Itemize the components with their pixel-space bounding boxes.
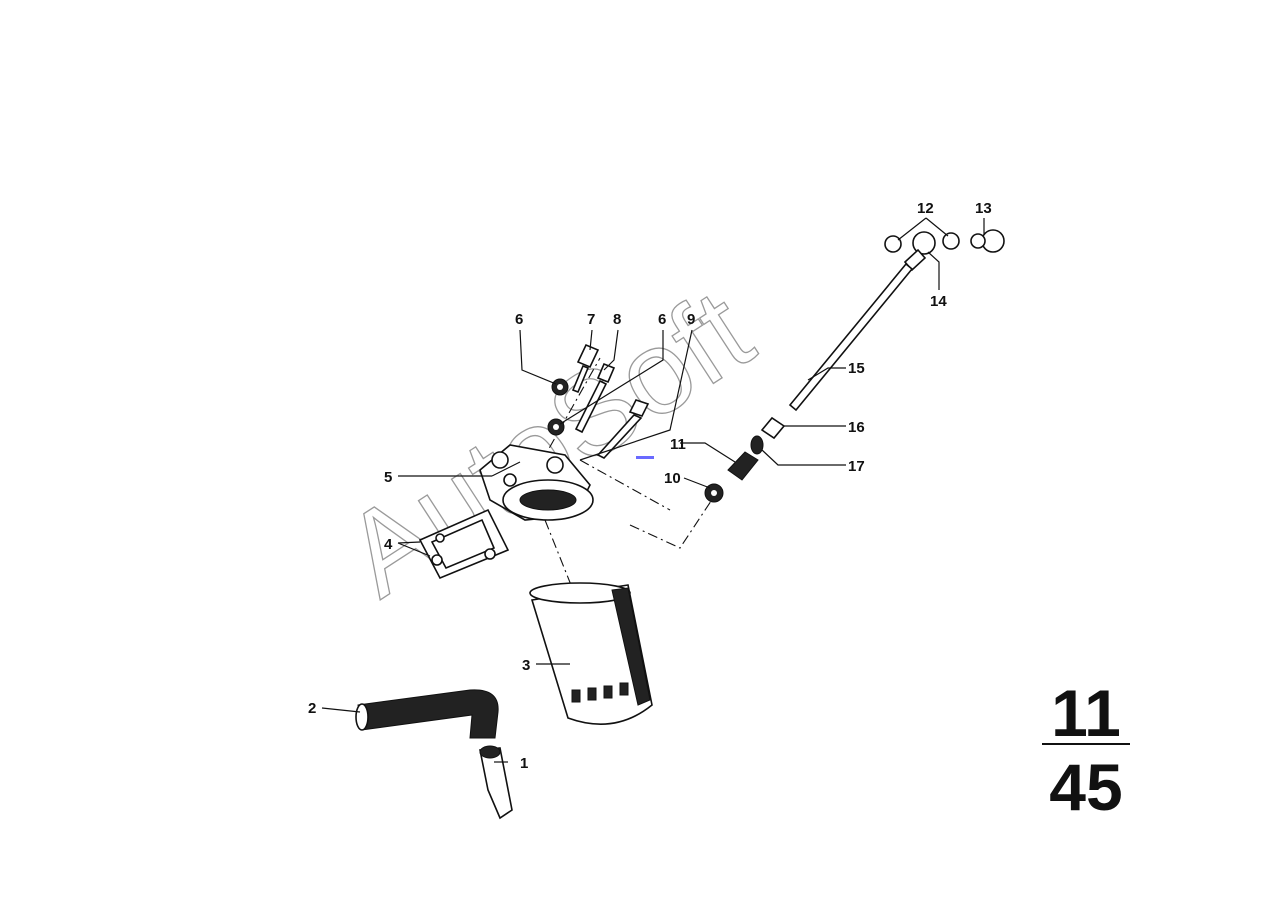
callout-13: 13 <box>975 200 992 217</box>
filter-grip-marks <box>571 682 629 703</box>
part-9-long-bolt <box>596 399 650 459</box>
part-7-bolt <box>571 343 600 394</box>
page-number-group: 11 <box>1051 676 1121 750</box>
part-11-union <box>727 451 759 481</box>
part-13-nut <box>970 229 1005 253</box>
part-2-hose <box>355 689 499 739</box>
callout-4: 4 <box>384 536 393 553</box>
part-3-oil-filter <box>529 582 653 725</box>
part-17-seal <box>750 435 764 455</box>
callout-15: 15 <box>848 360 865 377</box>
callout-12: 12 <box>917 200 934 217</box>
callout-3: 3 <box>522 657 530 674</box>
callout-17: 17 <box>848 458 865 475</box>
accent-mark <box>636 456 654 459</box>
page-number: 11 45 <box>1042 676 1130 824</box>
callout-8: 8 <box>613 311 621 328</box>
part-12-washers <box>884 232 960 253</box>
part-15-oil-line <box>788 262 914 412</box>
leader-lines <box>321 217 985 763</box>
page-number-page: 45 <box>1049 750 1122 824</box>
callout-16: 16 <box>848 419 865 436</box>
part-8-bolt <box>574 362 616 434</box>
part-16-nut <box>760 416 786 440</box>
callout-1: 1 <box>520 755 528 772</box>
callout-6a: 6 <box>515 311 523 328</box>
callout-14: 14 <box>930 293 947 310</box>
part-5-filter-housing <box>479 444 594 521</box>
callout-7: 7 <box>587 311 595 328</box>
callout-6b: 6 <box>658 311 666 328</box>
callout-labels: 1 2 3 4 5 6 7 8 6 9 10 11 12 13 14 15 16… <box>308 200 992 772</box>
callout-2: 2 <box>308 700 316 717</box>
part-6a-washer <box>551 378 569 396</box>
part-6b-washer <box>547 418 565 436</box>
callout-9: 9 <box>687 311 695 328</box>
callout-5: 5 <box>384 469 392 486</box>
part-10-washer <box>704 483 724 503</box>
part-1-pipe <box>479 745 513 820</box>
part-4-gasket <box>418 508 510 580</box>
part-14-banjo <box>903 231 936 272</box>
callout-10: 10 <box>664 470 681 487</box>
callout-11: 11 <box>670 436 686 453</box>
